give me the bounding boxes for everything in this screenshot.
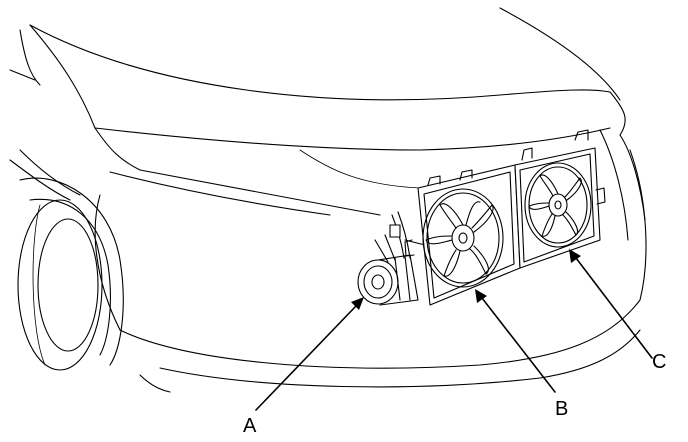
callout-label-b: B (555, 398, 568, 420)
vehicle-body-outline (9, 7, 647, 393)
condenser-fan-shroud (514, 129, 606, 269)
callout-label-a: A (243, 415, 257, 437)
leader-arrows (255, 249, 653, 411)
radiator-fan-shroud (404, 164, 521, 306)
arrowhead-b (475, 289, 487, 303)
callout-label-c: C (652, 351, 666, 373)
arrowhead-a (351, 297, 364, 310)
arrowhead-c (569, 249, 581, 263)
ac-compressor (357, 211, 429, 306)
callout-labels: A B C (243, 351, 666, 437)
